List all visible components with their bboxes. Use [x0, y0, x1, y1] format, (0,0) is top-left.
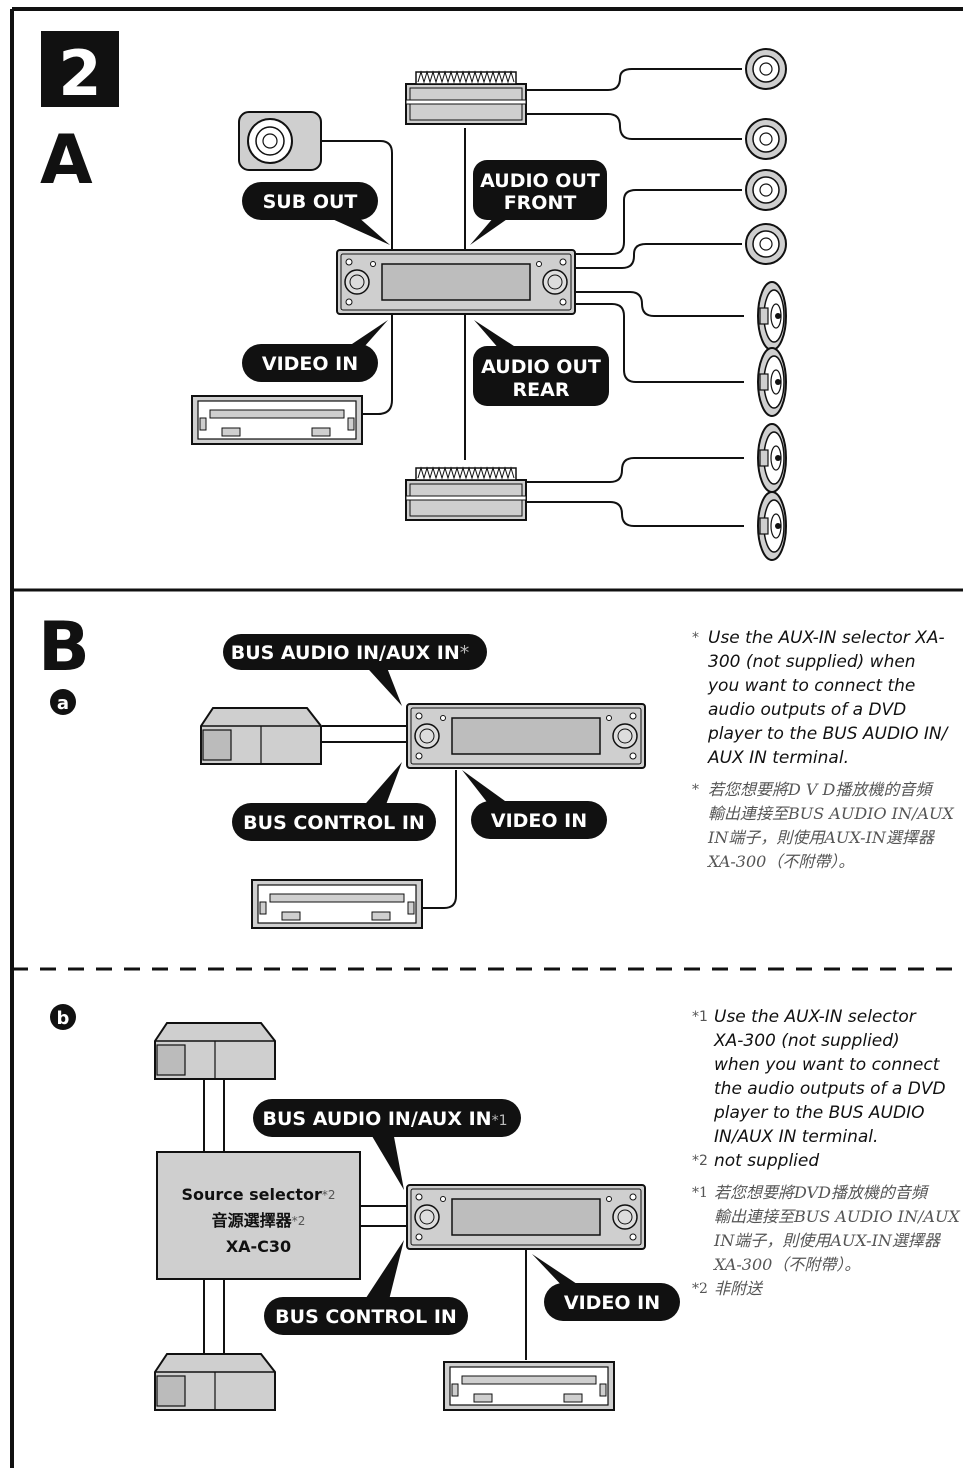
speaker-oval-1 — [757, 281, 787, 351]
note-cn-a: * 若您想要將D V D播放機的音頻 輸出連接至BUS AUDIO IN/AUX… — [692, 778, 960, 874]
source-selector-box — [156, 1151, 361, 1280]
svg-text:BUS CONTROL IN: BUS CONTROL IN — [243, 812, 425, 834]
note-cn-b-line: 若您想要將DVD播放機的音頻 — [714, 1183, 927, 1202]
note-en-a-mark: * — [692, 630, 699, 646]
selector-line3: XA-C30 — [225, 1237, 292, 1256]
bubble-bus-audio-in-a: BUS AUDIO IN/AUX IN* — [223, 634, 487, 706]
marker-b-circle — [50, 1004, 76, 1030]
note-cn-b-mark1: *1 — [692, 1185, 708, 1201]
note-en-a-line: Use the AUX-IN selector XA- — [708, 628, 945, 648]
note-cn-a-mark: * — [692, 782, 699, 798]
svg-text:BUS AUDIO IN/AUX IN*: BUS AUDIO IN/AUX IN* — [231, 642, 470, 664]
front-amplifier — [405, 71, 527, 125]
note-en-b-line: when you want to connect — [714, 1055, 940, 1075]
speaker-oval-4 — [757, 491, 787, 561]
svg-text:BUS CONTROL IN: BUS CONTROL IN — [275, 1306, 457, 1328]
cd-changer-bb-top — [154, 1022, 276, 1080]
note-en-a-line: audio outputs of a DVD — [708, 700, 907, 720]
note-en-b-line: the audio outputs of a DVD — [714, 1079, 946, 1099]
note-cn-a-line: XA-300（不附帶）。 — [708, 852, 855, 871]
note-cn-a-line: IN端子，則使用AUX-IN選擇器 — [708, 828, 934, 847]
dvd-player-ba — [251, 879, 423, 929]
svg-text:VIDEO IN: VIDEO IN — [564, 1292, 660, 1314]
cd-changer-ba — [200, 707, 322, 765]
marker-b: b — [57, 1008, 70, 1029]
bubble-video-in-ba: VIDEO IN — [462, 770, 607, 839]
note-en-a-line: player to the BUS AUDIO IN/ — [708, 724, 948, 744]
selector-line2-mark: *2 — [291, 1214, 306, 1228]
bubble-video-in-bb: VIDEO IN — [532, 1254, 680, 1321]
note-cn-a-line: 輸出連接至BUS AUDIO IN/AUX — [708, 804, 954, 823]
note-en-b-mark2: *2 — [692, 1153, 708, 1169]
note-cn-b-line: IN端子，則使用AUX-IN選擇器 — [714, 1231, 940, 1250]
svg-text:AUDIO OUT: AUDIO OUT — [480, 170, 600, 192]
note-cn-b-mark2: *2 — [692, 1281, 708, 1297]
rear-amplifier — [405, 467, 527, 521]
note-en-a-line: you want to connect the — [708, 676, 916, 696]
marker-a: a — [57, 693, 69, 714]
note-cn-a-line: 若您想要將D V D播放機的音頻 — [708, 780, 932, 799]
svg-text:FRONT: FRONT — [504, 192, 577, 214]
note-en-b-line: player to the BUS AUDIO — [714, 1103, 925, 1123]
head-unit-a — [336, 249, 576, 315]
svg-text:AUDIO OUT: AUDIO OUT — [481, 356, 601, 378]
note-en-b-line2: not supplied — [714, 1151, 820, 1171]
svg-text:VIDEO IN: VIDEO IN — [262, 353, 358, 375]
head-unit-bb — [406, 1184, 646, 1250]
wires-bb — [203, 1079, 527, 1360]
cd-changer-bb-bottom — [154, 1353, 276, 1411]
note-cn-b-line2: 非附送 — [714, 1279, 763, 1298]
svg-text:REAR: REAR — [513, 379, 570, 401]
selector-line1-mark: *2 — [321, 1188, 336, 1202]
svg-text:VIDEO IN: VIDEO IN — [491, 810, 587, 832]
subwoofer — [238, 111, 322, 171]
note-en-b-line: XA-300 (not supplied) — [714, 1031, 900, 1051]
speaker-tweeter-3 — [745, 169, 787, 211]
selector-line1: Source selector — [181, 1185, 322, 1204]
speaker-tweeter-2 — [745, 118, 787, 160]
bubble-audio-out-front: AUDIO OUT FRONT — [470, 160, 607, 245]
svg-text:SUB OUT: SUB OUT — [263, 191, 358, 213]
note-en-b-mark1: *1 — [692, 1009, 708, 1025]
bubble-bus-control-in-a: BUS CONTROL IN — [232, 762, 436, 841]
bubble-audio-out-rear: AUDIO OUT REAR — [473, 320, 609, 406]
note-cn-b: *1 若您想要將DVD播放機的音頻 輸出連接至BUS AUDIO IN/AUX … — [692, 1181, 960, 1301]
head-unit-ba — [406, 703, 646, 769]
wires-a — [321, 68, 744, 527]
note-cn-b-line: XA-300（不附帶）。 — [714, 1255, 861, 1274]
note-en-a-line: AUX IN terminal. — [708, 748, 849, 768]
dvd-player-a — [191, 395, 363, 445]
bubble-bus-control-in-b: BUS CONTROL IN — [264, 1240, 468, 1335]
marker-a-circle — [50, 689, 76, 715]
speaker-oval-2 — [757, 347, 787, 417]
note-en-b: *1 Use the AUX-IN selector XA-300 (not s… — [692, 1005, 960, 1173]
note-en-b-line: Use the AUX-IN selector — [714, 1007, 916, 1027]
speaker-oval-3 — [757, 423, 787, 493]
bubble-bus-audio-in-b: BUS AUDIO IN/AUX IN*1 — [253, 1099, 521, 1190]
section-a-letter: A — [40, 121, 93, 200]
speaker-tweeter-1 — [745, 48, 787, 90]
bubble-video-in-a: VIDEO IN — [242, 320, 388, 382]
note-en-a-line: 300 (not supplied) when — [708, 652, 916, 672]
step-number-box — [41, 31, 119, 107]
note-cn-b-line: 輸出連接至BUS AUDIO IN/AUX — [714, 1207, 960, 1226]
note-en-b-line: IN/AUX IN terminal. — [714, 1127, 879, 1147]
wires-ba — [322, 725, 457, 909]
bubble-sub-out: SUB OUT — [242, 182, 390, 245]
section-b-letter: B — [38, 608, 90, 687]
note-en-a: * Use the AUX-IN selector XA- 300 (not s… — [692, 626, 960, 770]
speaker-tweeter-4 — [745, 223, 787, 265]
dvd-player-bb — [443, 1361, 615, 1411]
source-selector-label: Source selector*2 音源選擇器*2 XA-C30 — [157, 1152, 360, 1279]
step-number: 2 — [58, 37, 101, 110]
svg-text:BUS AUDIO IN/AUX IN*1: BUS AUDIO IN/AUX IN*1 — [263, 1108, 508, 1130]
selector-line2: 音源選擇器 — [211, 1211, 292, 1230]
